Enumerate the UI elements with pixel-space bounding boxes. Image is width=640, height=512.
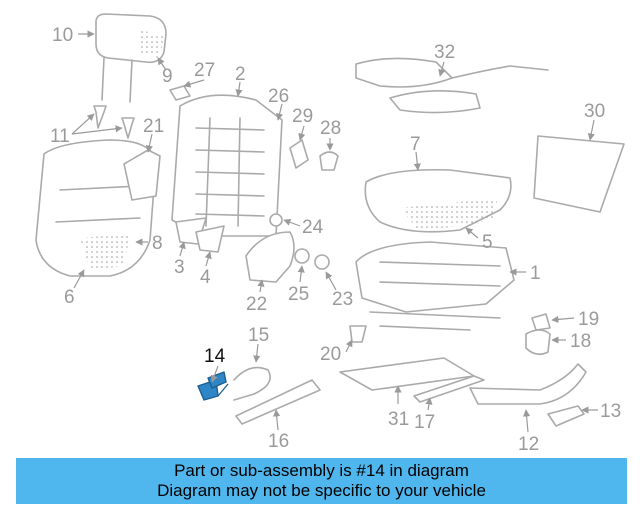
cable-15-part — [233, 366, 271, 401]
callout-31: 31 — [388, 409, 409, 430]
callout-10: 10 — [52, 25, 73, 46]
clip-19-part — [531, 313, 551, 331]
seat-frame-part — [355, 241, 515, 331]
highlighted-part-14 — [197, 371, 229, 401]
seat-cushion-part — [364, 168, 512, 233]
callout-4: 4 — [200, 267, 211, 288]
callout-8: 8 — [152, 233, 163, 254]
knob-28-part — [319, 151, 339, 171]
bolt-20-part — [349, 325, 367, 343]
cover-22-part — [245, 231, 295, 283]
callout-28: 28 — [320, 118, 341, 139]
side-panel-part — [123, 149, 161, 201]
callout-29: 29 — [292, 106, 313, 127]
callout-6: 6 — [64, 287, 75, 308]
banner-line-1: Part or sub-assembly is #14 in diagram — [174, 461, 469, 480]
headrest-part — [95, 13, 167, 103]
callout-18: 18 — [570, 331, 591, 352]
seat-parts-diagram: 10 9 27 2 26 32 11 21 29 28 7 30 8 3 4 2… — [35, 13, 625, 455]
callout-labels: 10 9 27 2 26 32 11 21 29 28 7 30 8 3 4 2… — [50, 25, 621, 455]
callout-11: 11 — [50, 126, 70, 147]
callout-13: 13 — [600, 401, 621, 422]
callout-2: 2 — [235, 64, 246, 85]
heater-mat-32-part — [355, 57, 549, 114]
trim-29-part — [289, 139, 309, 169]
callout-21: 21 — [143, 116, 164, 137]
lever-13-part — [547, 405, 585, 427]
callout-12: 12 — [518, 434, 539, 455]
callout-27: 27 — [194, 60, 215, 81]
callout-9: 9 — [162, 66, 173, 87]
callout-1: 1 — [530, 263, 541, 284]
callout-32: 32 — [434, 42, 455, 63]
info-banner: Part or sub-assembly is #14 in diagram D… — [16, 458, 627, 504]
washer-25-part — [294, 248, 310, 264]
trim-16-part — [235, 379, 321, 425]
callout-14-highlighted: 14 — [204, 346, 226, 367]
callout-19: 19 — [578, 309, 599, 330]
washer-23-part — [314, 254, 330, 270]
callout-30: 30 — [584, 101, 605, 122]
headrest-guides-part — [93, 105, 135, 139]
callout-26: 26 — [268, 86, 289, 107]
callout-7: 7 — [410, 134, 421, 155]
callout-22: 22 — [246, 294, 267, 315]
callout-23: 23 — [332, 289, 353, 310]
clip-27-part — [169, 85, 191, 101]
callout-17: 17 — [414, 412, 435, 433]
callout-16: 16 — [268, 431, 289, 452]
leader-lines — [71, 30, 598, 433]
callout-25: 25 — [288, 284, 309, 305]
pad-30-part — [533, 135, 625, 213]
bracket-4-part — [195, 225, 225, 253]
callout-24: 24 — [302, 217, 324, 238]
rail-17-part — [413, 375, 485, 403]
side-trim-12-part — [469, 363, 587, 405]
callout-15: 15 — [248, 325, 269, 346]
knob-18-part — [525, 329, 551, 356]
callout-5: 5 — [482, 232, 493, 253]
seat-back-frame-part — [171, 94, 283, 237]
callout-20: 20 — [320, 344, 341, 365]
washer-24-part — [269, 213, 283, 227]
banner-line-2: Diagram may not be specific to your vehi… — [157, 481, 486, 500]
callout-3: 3 — [174, 257, 185, 278]
